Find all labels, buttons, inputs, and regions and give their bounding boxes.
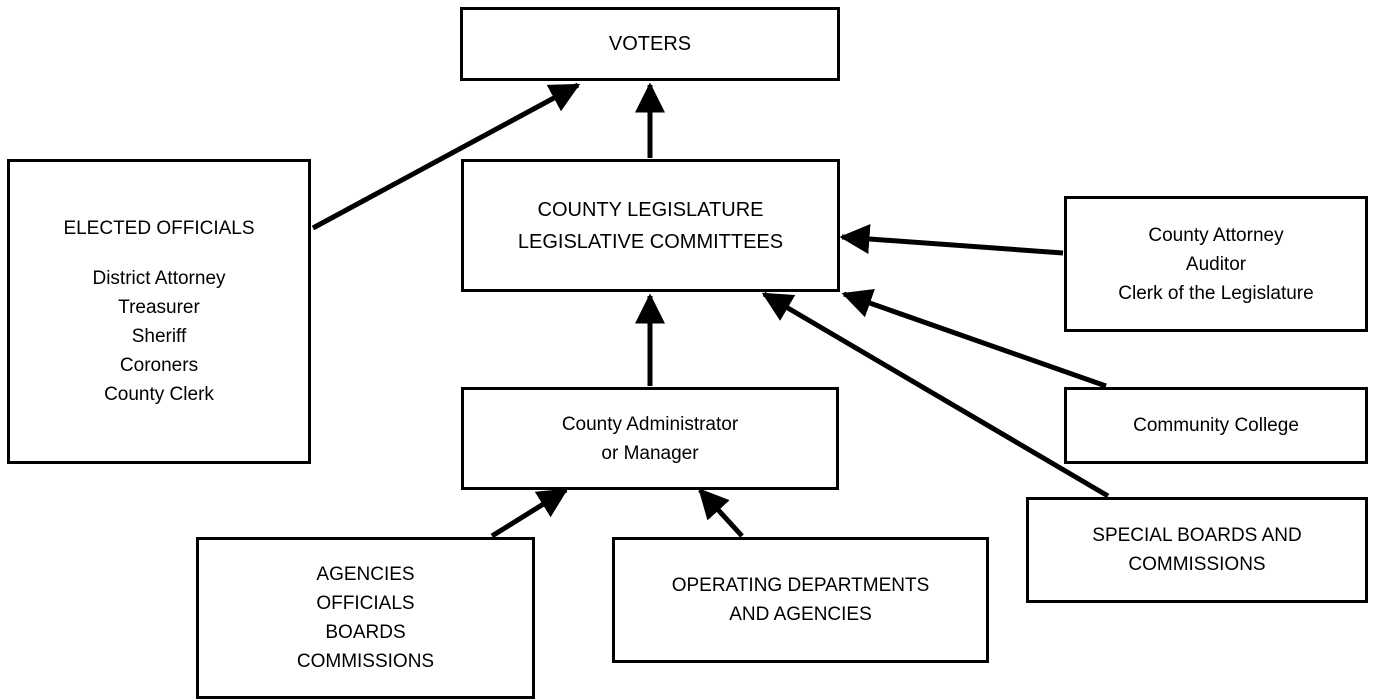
county-administrator-line-1: County Administrator bbox=[561, 413, 739, 435]
operating-departments-box: OPERATING DEPARTMENTS AND AGENCIES bbox=[612, 537, 989, 663]
county-legislature-line-1: COUNTY LEGISLATURE bbox=[537, 198, 764, 221]
agencies-officials-item: COMMISSIONS bbox=[296, 651, 435, 672]
special-boards-line-2: COMMISSIONS bbox=[1128, 554, 1266, 575]
arrow-community-college-to-legislature bbox=[841, 288, 1107, 389]
special-boards-box: SPECIAL BOARDS AND COMMISSIONS bbox=[1026, 497, 1368, 603]
arrow-agencies-to-administrator bbox=[490, 487, 569, 539]
elected-official-item: District Attorney bbox=[92, 268, 226, 289]
voters-label: VOTERS bbox=[608, 32, 692, 55]
operating-departments-line-1: OPERATING DEPARTMENTS bbox=[671, 575, 930, 596]
community-college-box: Community College bbox=[1064, 387, 1368, 464]
agencies-officials-item: BOARDS bbox=[325, 622, 406, 643]
elected-official-item: Treasurer bbox=[118, 297, 200, 318]
elected-official-item: Coroners bbox=[119, 355, 199, 376]
legislative-staff-box: County Attorney Auditor Clerk of the Leg… bbox=[1064, 196, 1368, 332]
legislative-staff-item: County Attorney bbox=[1148, 224, 1284, 246]
arrow-special-boards-to-legislature bbox=[761, 291, 1110, 499]
county-legislature-box: COUNTY LEGISLATURE LEGISLATIVE COMMITTEE… bbox=[461, 159, 840, 292]
special-boards-line-1: SPECIAL BOARDS AND bbox=[1092, 525, 1302, 546]
agencies-officials-box: AGENCIES OFFICIALS BOARDS COMMISSIONS bbox=[196, 537, 535, 699]
county-legislature-line-2: LEGISLATIVE COMMITTEES bbox=[517, 230, 784, 253]
elected-officials-heading: ELECTED OFFICIALS bbox=[63, 218, 255, 239]
arrow-operating-departments-to-administrator bbox=[698, 488, 744, 538]
operating-departments-line-2: AND AGENCIES bbox=[729, 604, 872, 625]
county-administrator-line-2: or Manager bbox=[601, 442, 699, 464]
agencies-officials-item: OFFICIALS bbox=[316, 593, 415, 614]
elected-official-item: County Clerk bbox=[104, 384, 214, 405]
arrow-elected-officials-to-voters bbox=[311, 82, 581, 231]
legislative-staff-item: Auditor bbox=[1185, 253, 1247, 275]
elected-officials-box: ELECTED OFFICIALS District Attorney Trea… bbox=[7, 159, 311, 464]
county-administrator-box: County Administrator or Manager bbox=[461, 387, 839, 490]
agencies-officials-item: AGENCIES bbox=[316, 564, 415, 585]
arrow-legislative-staff-to-legislature bbox=[839, 224, 1064, 256]
community-college-label: Community College bbox=[1133, 415, 1299, 436]
voters-box: VOTERS bbox=[460, 7, 840, 81]
legislative-staff-item: Clerk of the Legislature bbox=[1118, 282, 1314, 304]
elected-official-item: Sheriff bbox=[131, 326, 187, 347]
